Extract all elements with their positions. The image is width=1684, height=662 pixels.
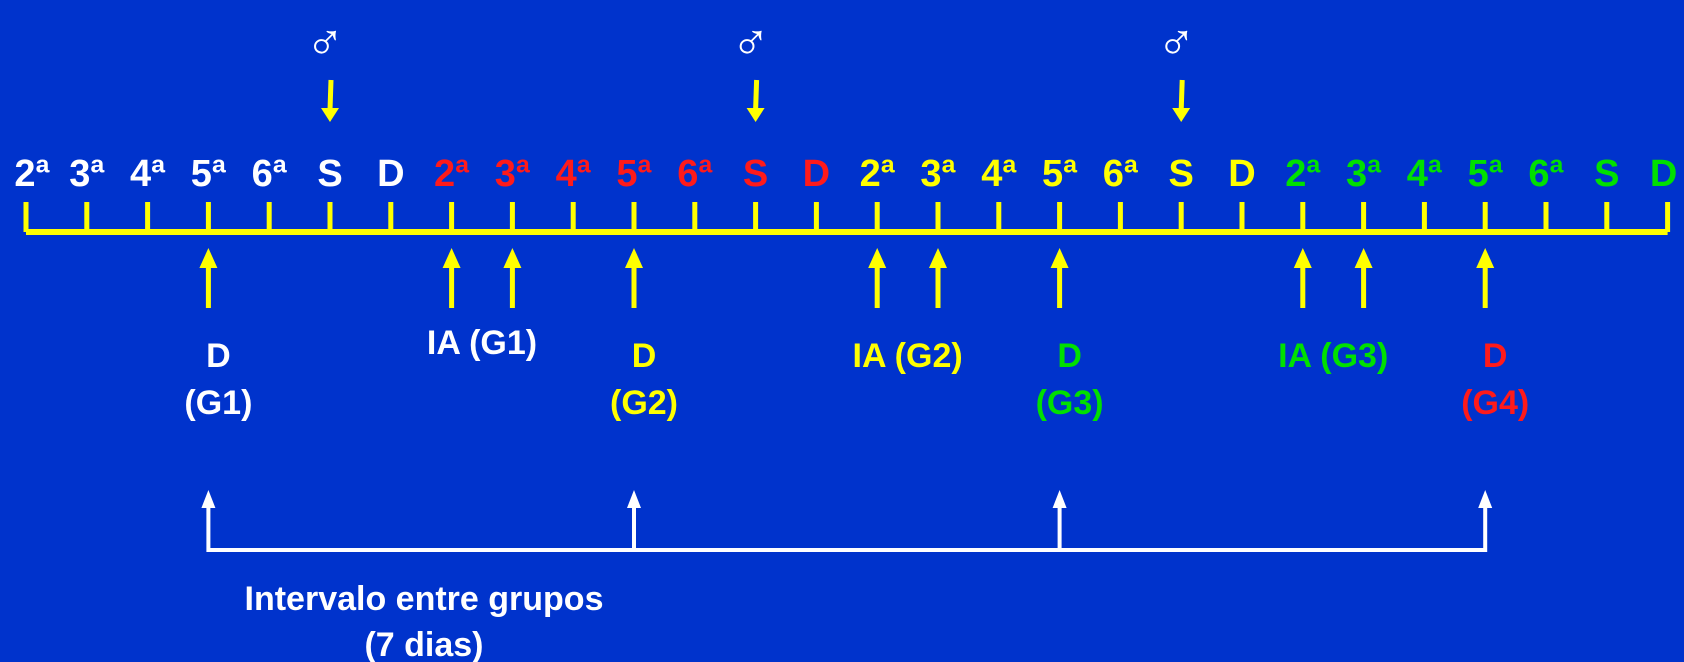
day-label: 5ª	[191, 153, 227, 195]
event-label: D	[1483, 337, 1508, 375]
event-label: (G1)	[184, 384, 252, 422]
event-label: (G4)	[1461, 384, 1529, 422]
day-label: 6ª	[252, 153, 288, 195]
male-arrow	[321, 79, 339, 122]
interval-bracket-arrow	[201, 490, 216, 552]
event-arrow	[503, 248, 522, 308]
male-arrow	[746, 79, 765, 122]
event-label: IA (G1)	[427, 324, 537, 362]
day-label: 6ª	[1528, 153, 1564, 195]
day-label: 3ª	[69, 153, 105, 195]
event-arrow	[929, 248, 947, 308]
event-label: D	[206, 337, 231, 375]
interval-bracket-arrow	[1052, 490, 1067, 552]
day-label: 4ª	[1407, 153, 1443, 195]
day-label: 6ª	[1103, 153, 1139, 195]
event-arrow	[1050, 248, 1069, 308]
day-label: S	[1594, 153, 1619, 195]
day-label: D	[377, 153, 404, 195]
male-symbol-icon: ♂	[306, 12, 345, 70]
day-label: 2ª	[860, 153, 896, 195]
event-arrow	[1354, 248, 1373, 308]
day-label: D	[1650, 153, 1677, 195]
day-label: 5ª	[1042, 153, 1078, 195]
day-label: 4ª	[130, 153, 166, 195]
male-arrow	[1172, 79, 1191, 122]
interval-bracket-arrow	[627, 490, 641, 552]
day-label: 2ª	[1285, 153, 1321, 195]
interval-label: (7 dias)	[364, 626, 483, 662]
day-label: 5ª	[1468, 153, 1504, 195]
day-label: 5ª	[616, 153, 652, 195]
day-label: 4ª	[981, 153, 1017, 195]
day-label: 3ª	[495, 153, 531, 195]
day-label: S	[743, 153, 768, 195]
event-arrow	[868, 248, 887, 308]
event-label: IA (G2)	[853, 337, 963, 375]
day-label: S	[317, 153, 342, 195]
interval-label: Intervalo entre grupos	[245, 580, 604, 618]
day-label: D	[803, 153, 830, 195]
event-label: D	[1057, 337, 1082, 375]
day-label: S	[1169, 153, 1194, 195]
day-label: 6ª	[677, 153, 713, 195]
event-label: IA (G3)	[1278, 337, 1388, 375]
event-arrow	[1293, 248, 1312, 308]
event-arrow	[625, 248, 643, 308]
event-arrow	[199, 248, 218, 308]
day-label: 2ª	[434, 153, 470, 195]
event-label: (G3)	[1036, 384, 1104, 422]
event-arrow	[1476, 248, 1495, 308]
day-label: 2ª	[14, 153, 50, 195]
day-label: 4ª	[556, 153, 592, 195]
event-label: D	[632, 337, 657, 375]
event-label: (G2)	[610, 384, 678, 422]
day-label: 3ª	[920, 153, 956, 195]
male-symbol-icon: ♂	[1157, 12, 1196, 70]
day-label: D	[1228, 153, 1255, 195]
day-label: 3ª	[1346, 153, 1382, 195]
interval-bracket-arrow	[1478, 490, 1493, 552]
event-arrow	[442, 248, 461, 308]
male-symbol-icon: ♂	[731, 12, 770, 70]
